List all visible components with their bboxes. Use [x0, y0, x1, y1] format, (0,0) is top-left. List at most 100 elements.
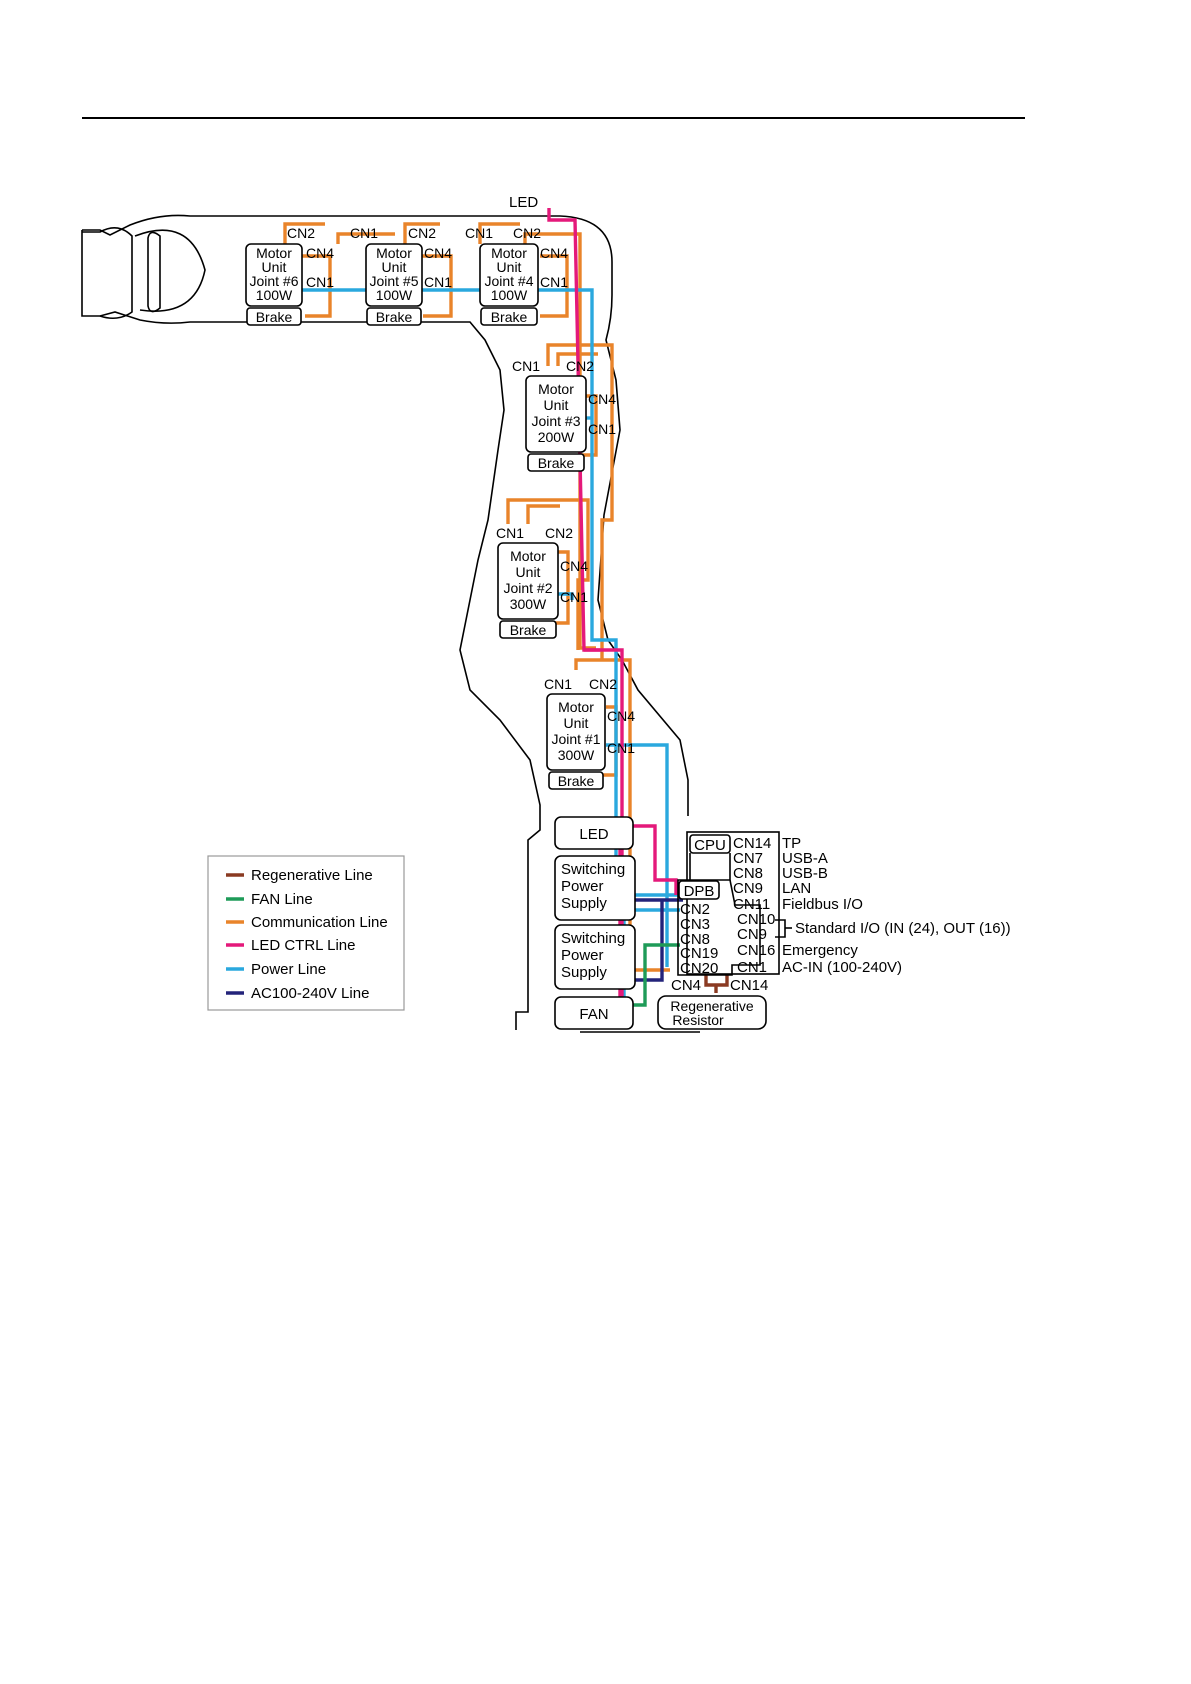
motor-unit-line1: Motor [256, 245, 292, 261]
cn2-top-label: CN2 [589, 676, 617, 692]
cn1-top-label: CN1 [465, 225, 493, 241]
svg-text:AC100-240V Line: AC100-240V Line [251, 985, 369, 1002]
legend-item-led-ctrl: LED CTRL Line [226, 937, 356, 954]
psu2-line3: Supply [561, 964, 607, 981]
ext-label-lan: LAN [782, 880, 811, 897]
motor-unit-line2: Unit [382, 259, 407, 275]
cpu-port-cn8: CN8 [733, 865, 763, 882]
cn4-label: CN4 [306, 245, 334, 261]
cpu-port-cn11: CN11 [733, 896, 770, 913]
motor-unit-joint: Joint #1 [551, 731, 600, 747]
cn1-side-label: CN1 [560, 589, 588, 605]
cn2-top-label: CN2 [566, 358, 594, 374]
cn2-top-label: CN2 [287, 225, 315, 241]
dpb-box [678, 880, 720, 900]
controller-board [686, 831, 780, 975]
cn4-label: CN4 [540, 245, 568, 261]
psu1-line2: Power [561, 878, 604, 895]
cpu-label: CPU [694, 837, 726, 854]
svg-text:LED CTRL Line: LED CTRL Line [251, 937, 356, 954]
cn4-label: CN4 [588, 391, 616, 407]
svg-text:Power Line: Power Line [251, 961, 326, 978]
brake-label: Brake [491, 309, 528, 325]
motor-unit-line1: Motor [538, 381, 574, 397]
ext-label-ac-in: AC-IN (100-240V) [782, 959, 902, 976]
cn1-top-label: CN1 [496, 525, 524, 541]
svg-text:FAN Line: FAN Line [251, 891, 313, 908]
motor-unit-line2: Unit [544, 397, 569, 413]
motor-unit-joint-5: Motor Unit Joint #5 100W Brake CN4 CN1 C… [365, 225, 493, 326]
cn4-label: CN4 [607, 708, 635, 724]
base-components: LED Switching Power Supply Switching Pow… [554, 816, 1011, 1030]
cn4-label: CN4 [424, 245, 452, 261]
legend: Regenerative Line FAN Line Communication… [207, 855, 405, 1011]
motor-unit-joint-3: Motor Unit Joint #3 200W Brake CN4 CN1 C… [512, 358, 616, 472]
brake-label: Brake [558, 773, 595, 789]
motor-unit-joint-2: Motor Unit Joint #2 300W Brake CN4 CN1 C… [496, 525, 588, 639]
regenerative-lines [704, 975, 729, 993]
brake-label: Brake [510, 622, 547, 638]
fan-box [554, 996, 634, 1030]
motor-unit-joint: Joint #4 [484, 273, 533, 289]
motor-unit-joint: Joint #3 [531, 413, 580, 429]
cn1-side-label: CN1 [424, 274, 452, 290]
motor-unit-wattage: 100W [256, 287, 293, 303]
base-led-label: LED [579, 826, 608, 843]
cn2-top-label: CN2 [513, 225, 541, 241]
psu1-line3: Supply [561, 895, 607, 912]
dpb-port-cn2: CN2 [680, 901, 710, 918]
svg-text:Communication Line: Communication Line [251, 914, 388, 931]
cn1-side-label: CN1 [306, 274, 334, 290]
cpu-port-cn1: CN1 [737, 959, 767, 976]
bottom-port-cn14: CN14 [730, 977, 768, 994]
psu1-line1: Switching [561, 861, 625, 878]
cn1-top-label: CN1 [512, 358, 540, 374]
regen-line1: Regenerative [670, 998, 753, 1014]
motor-unit-line1: Motor [510, 548, 546, 564]
cpu-port-cn10: CN10 [737, 911, 775, 928]
regen-line2: Resistor [672, 1012, 724, 1028]
ext-label-usb-a: USB-A [782, 850, 828, 867]
legend-item-ac: AC100-240V Line [226, 985, 369, 1002]
motor-unit-line1: Motor [558, 699, 594, 715]
ext-label-standard-io: Standard I/O (IN (24), OUT (16)) [795, 920, 1011, 937]
motor-unit-wattage: 200W [538, 429, 575, 445]
ext-label-fieldbus: Fieldbus I/O [782, 896, 863, 913]
cn1-top-label: CN1 [544, 676, 572, 692]
motor-unit-line2: Unit [564, 715, 589, 731]
motor-unit-line1: Motor [491, 245, 527, 261]
cpu-port-cn14: CN14 [733, 835, 771, 852]
fan-label: FAN [579, 1006, 608, 1023]
robot-outline [81, 214, 700, 1033]
motor-unit-joint: Joint #2 [503, 580, 552, 596]
svg-text:Regenerative Line: Regenerative Line [251, 867, 373, 884]
wiring [283, 208, 729, 1024]
regenerative-resistor [657, 995, 767, 1030]
robot-wiring-diagram: Motor Unit Joint #6 100W Brake CN4 CN1 C… [81, 194, 1011, 1033]
motor-unit-joint: Joint #6 [249, 273, 298, 289]
page-header-rule [82, 117, 1025, 119]
bottom-port-cn4: CN4 [671, 977, 701, 994]
motor-unit-wattage: 300W [558, 747, 595, 763]
brake-label: Brake [376, 309, 413, 325]
dpb-port-cn19: CN19 [680, 945, 718, 962]
motor-unit-line1: Motor [376, 245, 412, 261]
led-box [554, 816, 634, 850]
psu2-line2: Power [561, 947, 604, 964]
cn2-top-label: CN2 [408, 225, 436, 241]
motor-unit-line2: Unit [262, 259, 287, 275]
dpb-port-cn3: CN3 [680, 916, 710, 933]
cpu-box [689, 834, 731, 854]
psu2-line1: Switching [561, 930, 625, 947]
motor-unit-wattage: 100W [491, 287, 528, 303]
ext-label-emergency: Emergency [782, 942, 858, 959]
ac-lines [635, 898, 683, 982]
legend-item-communication: Communication Line [226, 914, 388, 931]
switching-power-supply-2 [554, 924, 636, 990]
cpu-port-cn7: CN7 [733, 850, 763, 867]
cn4-label: CN4 [560, 558, 588, 574]
cpu-port-cn9: CN9 [733, 880, 763, 897]
motor-unit-joint-6: Motor Unit Joint #6 100W Brake CN4 CN1 C… [245, 225, 378, 326]
motor-unit-wattage: 300W [510, 596, 547, 612]
cn2-top-label: CN2 [545, 525, 573, 541]
